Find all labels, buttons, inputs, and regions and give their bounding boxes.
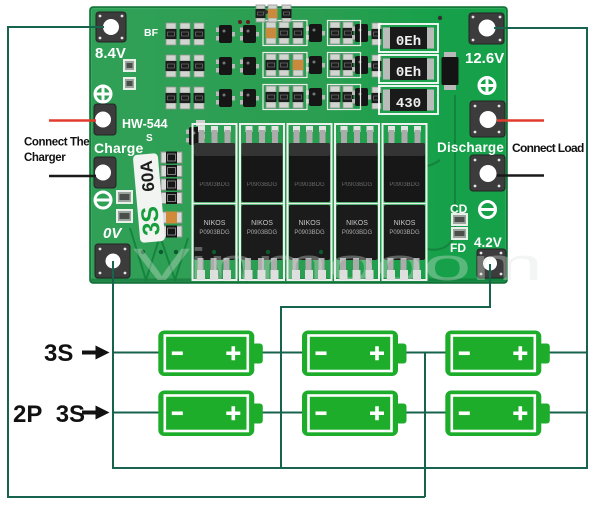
svg-text:P0903BDG: P0903BDG (389, 182, 420, 188)
svg-text:P0903BDG: P0903BDG (389, 230, 420, 236)
svg-text:4.2V: 4.2V (474, 235, 502, 250)
svg-text:NIKOS: NIKOS (204, 220, 226, 227)
svg-text:P0903BDG: P0903BDG (342, 182, 373, 188)
svg-text:FD: FD (450, 241, 466, 255)
svg-text:HW-544: HW-544 (122, 117, 168, 131)
svg-text:P0903BDG: P0903BDG (247, 182, 278, 188)
svg-text:P0903BDG: P0903BDG (294, 230, 325, 236)
svg-text:430: 430 (396, 96, 421, 112)
svg-text:3S: 3S (136, 205, 165, 237)
svg-text:P0903BDG: P0903BDG (294, 182, 325, 188)
svg-text:Discharge: Discharge (437, 140, 504, 155)
svg-text:0V: 0V (103, 225, 123, 242)
svg-text:0Eh: 0Eh (396, 34, 421, 50)
svg-text:NIKOS: NIKOS (299, 220, 321, 227)
svg-text:S: S (146, 133, 153, 144)
svg-text:P0903BDG: P0903BDG (199, 182, 230, 188)
svg-text:0Eh: 0Eh (396, 65, 421, 81)
svg-text:Charge: Charge (94, 140, 143, 156)
svg-text:12.6V: 12.6V (465, 50, 504, 67)
svg-text:NIKOS: NIKOS (346, 220, 368, 227)
svg-text:P0903BDG: P0903BDG (247, 230, 278, 236)
svg-text:P0903BDG: P0903BDG (199, 230, 230, 236)
svg-text:P0903BDG: P0903BDG (342, 230, 373, 236)
svg-text:Charger: Charger (24, 152, 66, 164)
svg-text:Vinmooom: Vinmooom (133, 239, 543, 290)
svg-text:Connect The: Connect The (24, 137, 89, 149)
svg-text:Connect Load: Connect Load (512, 141, 584, 155)
svg-text:NIKOS: NIKOS (251, 220, 273, 227)
svg-text:CD: CD (450, 202, 468, 216)
svg-text:60A: 60A (137, 160, 159, 193)
svg-text:3S: 3S (44, 340, 73, 367)
svg-text:8.4V: 8.4V (95, 45, 126, 62)
svg-text:BF: BF (144, 27, 159, 39)
svg-text:NIKOS: NIKOS (394, 220, 416, 227)
svg-text:2P 3S: 2P 3S (13, 401, 85, 428)
